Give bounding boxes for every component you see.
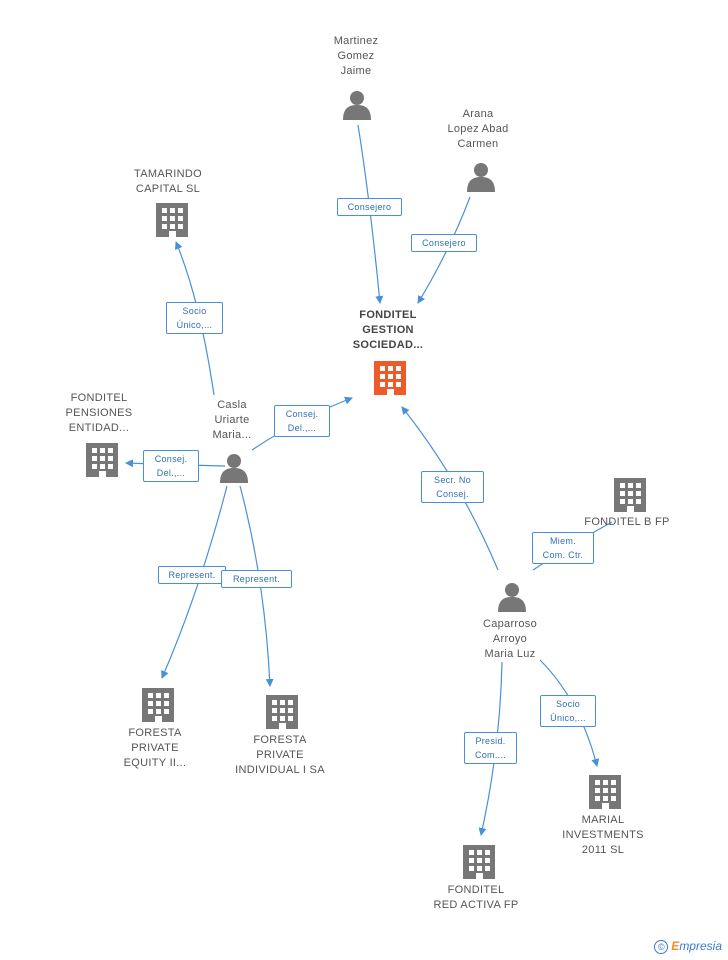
arana-person-icon[interactable] (467, 163, 495, 192)
foresta-equity-building-icon[interactable] (142, 688, 174, 722)
edge-label-casla-pensiones: Consej. Del.,... (143, 450, 199, 482)
edge-label-casla-foresta-equity: Represent. (158, 566, 226, 584)
caparroso-label[interactable]: Caparroso Arroyo Maria Luz (482, 618, 538, 660)
edge-label-casla-foresta-individual: Represent. (221, 570, 292, 588)
edge-label-caparroso-red-activa: Presid. Com.... (464, 732, 517, 764)
casla-person-icon[interactable] (220, 454, 248, 483)
edge-label-casla-center: Consej. Del.,... (274, 405, 330, 437)
copyright-icon: © (654, 940, 669, 954)
martinez-person-icon[interactable] (343, 91, 371, 120)
fonditel-b-label[interactable]: FONDITEL B FP (584, 516, 670, 528)
brand-watermark: ©Empresia (654, 939, 722, 954)
edge-label-martinez-center: Consejero (337, 198, 402, 216)
casla-label[interactable]: Casla Uriarte Maria... (212, 399, 252, 441)
fonditel-b-building-icon[interactable] (614, 478, 646, 512)
edge-label-caparroso-fonditel-b: Miem. Com. Ctr. (532, 532, 594, 564)
red-activa-building-icon[interactable] (463, 845, 495, 879)
brand-name: mpresia (679, 939, 722, 954)
pensiones-label[interactable]: FONDITEL PENSIONES ENTIDAD... (65, 392, 133, 434)
tamarindo-building-icon[interactable] (156, 203, 188, 237)
pensiones-building-icon[interactable] (86, 443, 118, 477)
martinez-label[interactable]: Martinez Gomez Jaime (333, 35, 379, 77)
foresta-equity-label[interactable]: FORESTA PRIVATE EQUITY II... (123, 727, 187, 769)
foresta-individual-label[interactable]: FORESTA PRIVATE INDIVIDUAL I SA (235, 734, 325, 776)
edge-label-arana-center: Consejero (411, 234, 477, 252)
edge-label-casla-tamarindo: Socio Único,... (166, 302, 223, 334)
arana-label[interactable]: Arana Lopez Abad Carmen (447, 108, 509, 150)
edge-casla-foresta-equity (161, 485, 228, 679)
center-building-icon[interactable] (374, 361, 406, 395)
foresta-individual-building-icon[interactable] (266, 695, 298, 729)
marial-building-icon[interactable] (589, 775, 621, 809)
marial-label[interactable]: MARIAL INVESTMENTS 2011 SL (562, 814, 644, 856)
edge-label-caparroso-center: Secr. No Consej. (421, 471, 484, 503)
brand-initial: E (671, 939, 680, 954)
center-company-label[interactable]: FONDITEL GESTION SOCIEDAD... (352, 309, 424, 351)
caparroso-person-icon[interactable] (498, 583, 526, 612)
red-activa-label[interactable]: FONDITEL RED ACTIVA FP (433, 884, 519, 911)
tamarindo-label[interactable]: TAMARINDO CAPITAL SL (134, 168, 202, 195)
edge-label-caparroso-marial: Socio Único,... (540, 695, 596, 727)
